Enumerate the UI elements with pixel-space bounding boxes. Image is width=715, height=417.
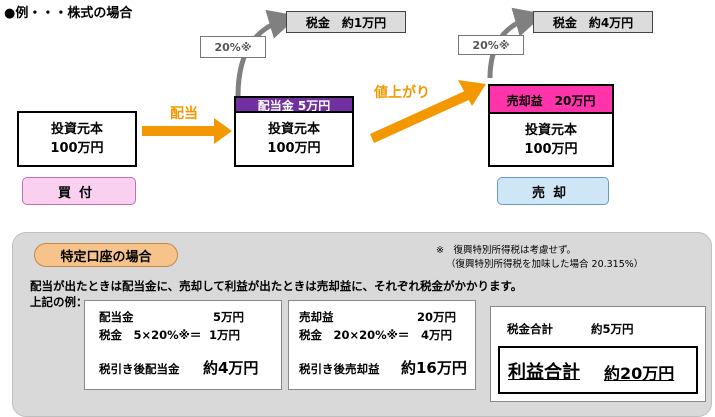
principal-amount: 100万円 [50, 141, 104, 156]
dividend-header: 配当金 5万円 [234, 96, 354, 113]
capital-gain-header: 売却益 20万円 [488, 84, 614, 114]
calc-result-label: 税引き後配当金 [99, 362, 180, 376]
note-line-1: ※ 復興特別所得税は考慮せず。 [436, 245, 577, 256]
tax-amount-box-right: 税金 約4万円 [533, 11, 653, 33]
total-profit-value: 約20万円 [604, 364, 675, 383]
tax-rate-label-left: 20%※ [200, 36, 266, 58]
calc-row1-value: 5万円 [213, 310, 245, 324]
principal-label: 投資元本 [50, 122, 103, 137]
note-line-2: （復興特別所得税を加味した場合 20.315%） [446, 259, 644, 270]
sell-chip: 売却 [497, 177, 609, 205]
heading: ●例・・・株式の場合 [4, 6, 133, 21]
panel-title: 特定口座の場合 [34, 243, 178, 267]
dividend-calc-box: 配当金 5万円 税金 5×20%※＝ 1万円 税引き後配当金 約4万円 [84, 300, 282, 390]
principal-label: 投資元本 [267, 122, 320, 137]
principal-box-sell: 投資元本 100万円 [488, 112, 614, 167]
calc-row2-label: 税金 20×20%※＝ [299, 328, 410, 342]
calc-result-label: 税引き後売却益 [299, 362, 380, 376]
calc-row1-label: 売却益 [299, 310, 334, 324]
total-profit-box: 利益合計 約20万円 [498, 346, 698, 394]
tax-rate-label-right: 20%※ [458, 35, 524, 55]
example-label: 上記の例： [30, 295, 88, 309]
buy-chip: 買付 [22, 177, 136, 205]
principal-label: 投資元本 [524, 122, 577, 138]
capital-gain-calc-box: 売却益 20万円 税金 20×20%※＝ 4万円 税引き後売却益 約16万円 [288, 300, 476, 390]
calc-row1-label: 配当金 [99, 310, 134, 324]
calc-row1-value: 20万円 [417, 310, 457, 324]
principal-amount: 100万円 [267, 141, 321, 156]
total-tax-value: 約5万円 [591, 322, 634, 336]
calc-row2-value: 4万円 [421, 328, 453, 342]
dividend-arrow [142, 118, 232, 144]
total-tax-label: 税金合計 [507, 322, 553, 336]
tax-amount-box-left: 税金 約1万円 [286, 11, 406, 33]
calc-result-value: 約16万円 [401, 359, 467, 377]
principal-amount: 100万円 [524, 141, 578, 157]
price-rise-arrow [370, 80, 486, 143]
principal-box-dividend: 投資元本 100万円 [234, 111, 354, 167]
total-profit-label: 利益合計 [508, 362, 580, 383]
price-rise-label: 値上がり [374, 85, 430, 101]
tax-arrow-left [235, 9, 299, 97]
dividend-label: 配当 [170, 106, 198, 122]
principal-box-buy: 投資元本 100万円 [17, 111, 137, 167]
calc-row2-label: 税金 5×20%※＝ [99, 328, 202, 342]
calc-row2-value: 1万円 [209, 328, 241, 342]
panel-description: 配当が出たときは配当金に、売却して利益が出たときは売却益に、それぞれ税金がかかり… [30, 279, 523, 293]
calc-result-value: 約4万円 [203, 359, 259, 377]
